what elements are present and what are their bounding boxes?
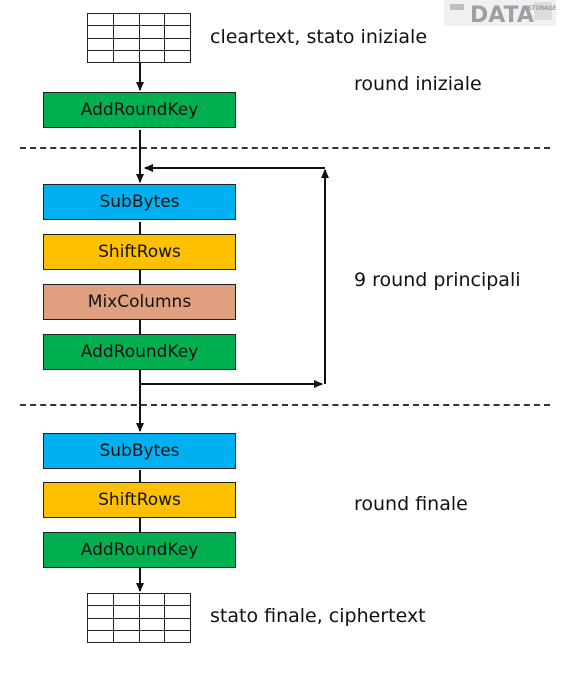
divider-main-final: [20, 404, 550, 406]
main-mixcolumns-block: MixColumns: [43, 284, 236, 320]
svg-text:DATA: DATA: [470, 3, 534, 28]
round-initial-label: round iniziale: [354, 73, 482, 95]
data-storage-logo: DATA STORAGE: [442, 0, 558, 34]
round-main-label: 9 round principali: [354, 269, 521, 291]
final-shiftrows-block: ShiftRows: [43, 482, 236, 518]
final-subbytes-block: SubBytes: [43, 433, 236, 469]
final-addroundkey-block: AddRoundKey: [43, 532, 236, 568]
input-state-grid: [87, 12, 191, 64]
output-state-grid: [87, 592, 191, 644]
main-addroundkey-block: AddRoundKey: [43, 334, 236, 370]
main-subbytes-block: SubBytes: [43, 184, 236, 220]
input-state-label: cleartext, stato iniziale: [210, 26, 428, 48]
divider-initial-main: [20, 147, 550, 149]
round-final-label: round finale: [354, 493, 468, 515]
initial-addroundkey-block: AddRoundKey: [43, 92, 236, 128]
output-state-label: stato finale, ciphertext: [210, 605, 426, 627]
main-shiftrows-block: ShiftRows: [43, 234, 236, 270]
svg-text:STORAGE: STORAGE: [528, 5, 557, 12]
